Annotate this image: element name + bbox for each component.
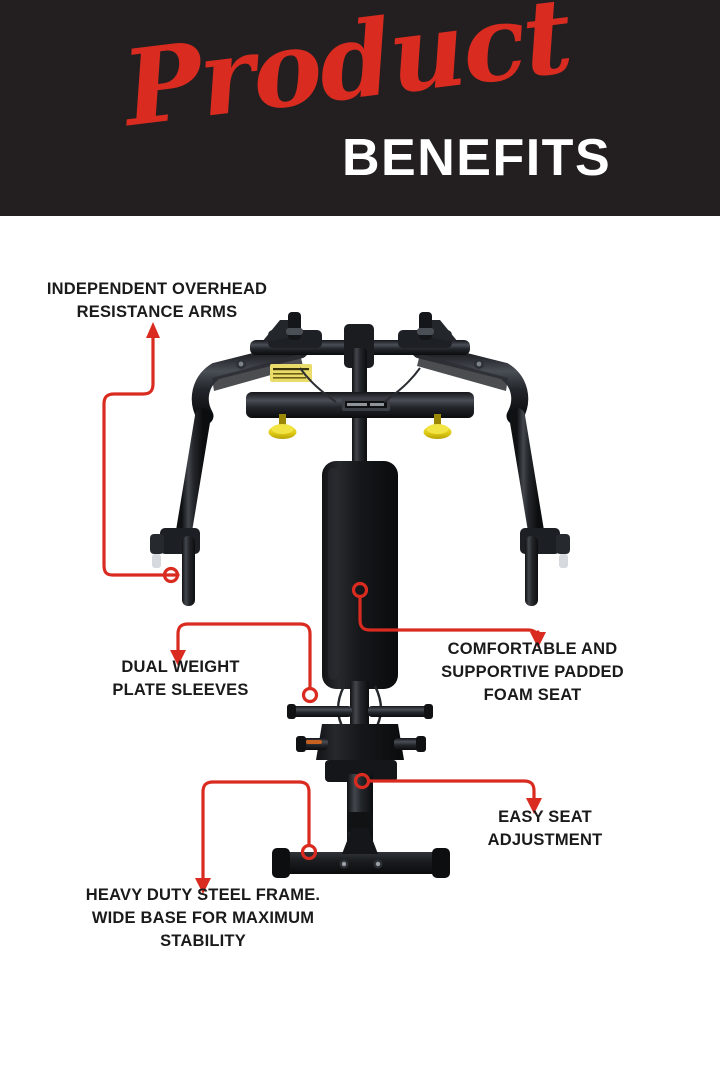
connector-adjustment xyxy=(367,779,536,802)
callout-label-sleeves-line-1: DUAL WEIGHT xyxy=(121,658,240,676)
callout-label-seat: COMFORTABLE AND SUPPORTIVE PADDED FOAM S… xyxy=(425,638,640,707)
adjustment-knob-right xyxy=(423,414,452,439)
callout-label-seat-line-3: FOAM SEAT xyxy=(483,686,582,704)
callout-label-arms-line-2: RESISTANCE ARMS xyxy=(76,303,238,321)
callout-label-sleeves: DUAL WEIGHT PLATE SLEEVES xyxy=(88,656,273,702)
seat-back-pad xyxy=(322,461,398,689)
circle-marker-icon-arms xyxy=(162,566,180,584)
circle-marker-icon-sleeves xyxy=(301,686,319,704)
header-bold-title: BENEFITS xyxy=(342,129,612,187)
arrow-down-icon-adjustment xyxy=(526,798,542,814)
arrow-down-icon-frame xyxy=(195,878,211,894)
weight-plate-sleeve-right xyxy=(368,704,433,719)
connector-frame xyxy=(201,780,311,882)
callout-connectors xyxy=(102,322,546,894)
callout-label-frame: HEAVY DUTY STEEL FRAME. WIDE BASE FOR MA… xyxy=(58,884,348,953)
seat-support-right xyxy=(394,736,426,752)
connector-arms xyxy=(102,332,180,577)
circle-marker-icon-seat xyxy=(351,581,369,599)
connector-sleeves xyxy=(176,622,312,690)
pivot-left xyxy=(262,312,322,348)
callout-label-frame-line-2: WIDE BASE FOR MAXIMUM xyxy=(91,909,315,927)
callout-label-adjustment: EASY SEAT ADJUSTMENT xyxy=(450,806,640,852)
weight-plate-sleeve-left xyxy=(287,704,352,719)
arrow-down-icon-sleeves xyxy=(170,650,186,666)
callout-label-sleeves-line-2: PLATE SLEEVES xyxy=(112,681,249,699)
connector-seat xyxy=(358,595,540,641)
callout-label-seat-line-1: COMFORTABLE AND xyxy=(447,640,618,658)
circle-marker-icon-adjustment xyxy=(353,772,371,790)
callout-label-arms-line-1: INDEPENDENT OVERHEAD xyxy=(46,280,268,298)
arrow-up-icon-arms xyxy=(146,322,160,338)
circle-marker-icon-frame xyxy=(300,843,318,861)
base-frame xyxy=(278,852,444,874)
header-script-title: Product xyxy=(116,0,577,151)
header-banner: Product BENEFITS xyxy=(0,0,720,216)
callout-label-adjustment-line-1: EASY SEAT xyxy=(498,808,592,826)
callout-label-frame-line-3: STABILITY xyxy=(160,932,246,950)
callout-label-seat-line-2: SUPPORTIVE PADDED xyxy=(441,663,624,681)
arrow-down-icon-seat xyxy=(530,632,546,648)
callout-label-adjustment-line-2: ADJUSTMENT xyxy=(487,831,603,849)
arm-handle-right xyxy=(520,528,570,606)
arm-handle-left xyxy=(150,528,200,606)
brand-badge-icon xyxy=(342,398,390,411)
adjustment-knob-left xyxy=(268,414,297,439)
seat-support-left xyxy=(296,736,328,752)
callout-label-arms: INDEPENDENT OVERHEAD RESISTANCE ARMS xyxy=(22,278,292,324)
seat-pad xyxy=(316,724,404,760)
pivot-right xyxy=(398,312,458,348)
product-image xyxy=(150,312,570,878)
product-diagram: INDEPENDENT OVERHEAD RESISTANCE ARMS DUA… xyxy=(0,216,720,1080)
callout-label-frame-line-1: HEAVY DUTY STEEL FRAME. xyxy=(85,886,321,904)
